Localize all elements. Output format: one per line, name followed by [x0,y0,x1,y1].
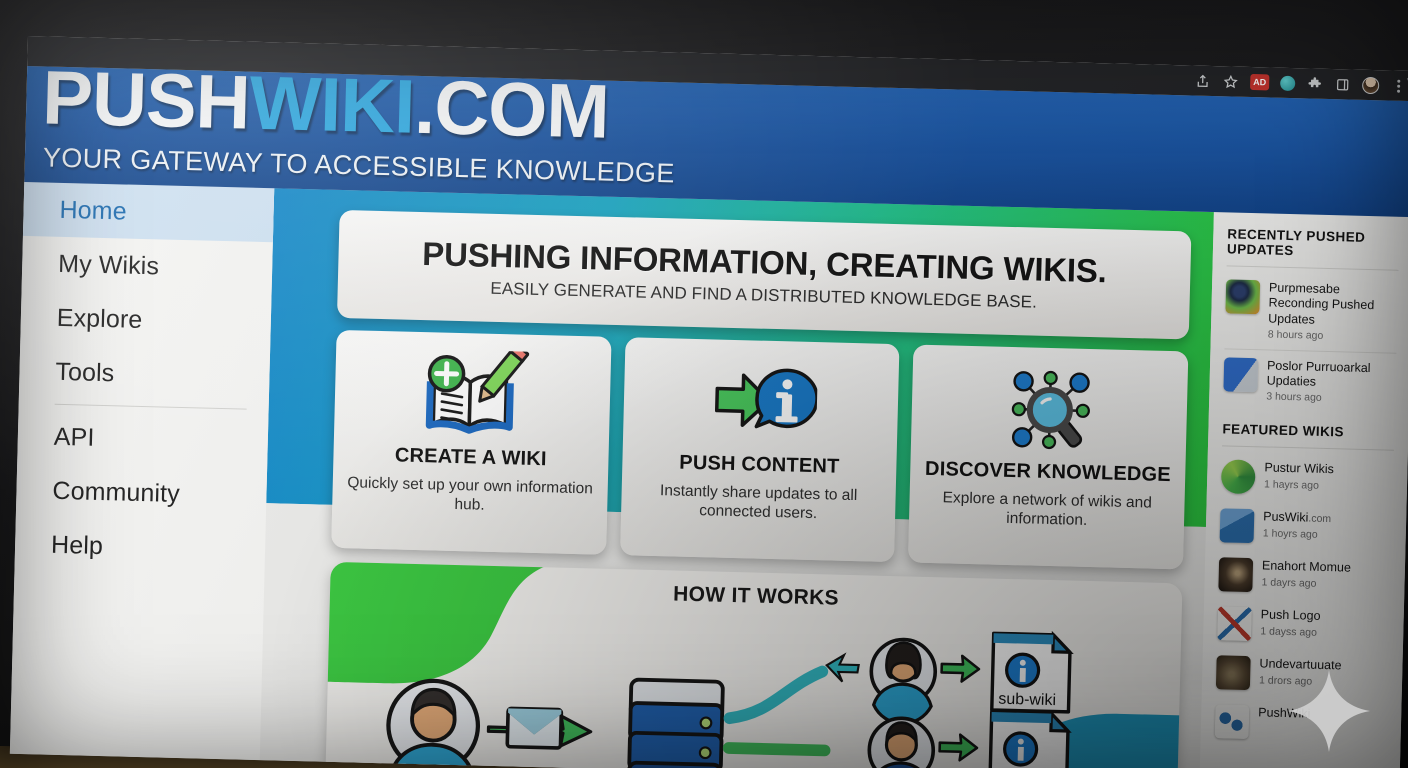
main-content: PUSHING INFORMATION, CREATING WIKIS. EAS… [260,188,1214,768]
list-item-time: 1 hoyrs ago [1262,526,1318,541]
source-user-icon [386,678,481,768]
svg-text:sub-wiki: sub-wiki [998,691,1056,709]
list-item-time: 3 hours ago [1266,390,1322,405]
green-swirl-thumb [1220,459,1256,495]
magnifier-network-icon [992,361,1106,459]
sepia-photo-thumb [1215,655,1251,691]
list-item-title: Pustur Wikis [1264,460,1335,477]
list-item[interactable]: Pustur Wikis 1 hayrs ago [1220,453,1398,506]
sub-wiki-doc-1: sub-wiki [990,630,1074,714]
list-item-time: 8 hours ago [1267,328,1324,342]
share-icon[interactable] [1194,72,1211,89]
sidebar-panel-icon[interactable] [1334,76,1351,93]
site-logo[interactable]: PUSHWIKI.COM [41,65,609,155]
list-item-time: 1 dayss ago [1260,624,1318,639]
sidebar-item-help[interactable]: Help [14,517,265,577]
list-item-title: Push Logo [1260,607,1321,624]
pusw-server-icon: PusW [626,677,725,768]
sub-wiki-doc-2: sub-wiki [988,709,1072,768]
teal-dot-icon[interactable] [1280,75,1296,91]
how-it-works-panel: HOW IT WORKS [324,561,1183,768]
sidebar-item-label: Home [59,195,128,226]
rail-rule [1226,265,1399,271]
list-item[interactable]: PusWiki.com 1 hoyrs ago [1219,502,1396,555]
list-item-time: 1 hayrs ago [1263,477,1320,492]
sidebar-item-label: Help [50,530,104,560]
recipient-row-2: sub-wiki [867,709,1072,768]
sidebar-item-api[interactable]: API [17,409,268,469]
logo-part-wiki: WIKI [248,65,416,150]
screen-content: AD ▾ PUSHWIKI.COM YOUR GATEWAY TO ACCESS… [9,36,1408,768]
list-item-title: Purpmesabe Reconding Pushed Updates [1268,280,1375,327]
blue-decorative-blob [926,713,1183,768]
browser-toolbar: AD [27,36,1408,102]
sidebar-item-home[interactable]: Home [22,181,275,243]
parrot-thumb [1225,279,1261,315]
page-body: Home My Wikis Explore Tools API Communit… [9,181,1408,768]
sidebar: Home My Wikis Explore Tools API Communit… [9,181,275,761]
red-blue-logo-thumb [1217,606,1252,642]
profile-avatar[interactable] [1361,76,1380,94]
arrow-info-bubble-icon [704,353,819,451]
sidebar-item-label: API [53,422,95,452]
envelope-icon [505,706,564,750]
book-plus-pencil-icon [415,346,530,444]
list-item[interactable]: Poslor Purruoarkal Updaties 3 hours ago [1223,350,1400,414]
sidebar-divider [54,403,247,410]
sparkle-watermark-icon [1288,670,1370,752]
recently-pushed-heading: RECENTLY PUSHED UPDATES [1226,226,1366,259]
sidebar-item-label: Community [52,476,181,508]
blue-card-thumb [1223,357,1259,392]
list-item[interactable]: Enahort Momue 1 dayrs ago [1218,551,1395,604]
feature-card-create-a-wiki[interactable]: CREATE A WIKI Quickly set up your own in… [331,329,612,555]
feature-card-title: CREATE A WIKI [394,444,547,471]
feature-cards: CREATE A WIKI Quickly set up your own in… [331,329,1189,570]
green-decorative-blob [324,561,571,684]
feature-card-title: PUSH CONTENT [679,451,840,478]
list-item-title: PusWiki.com [1263,509,1332,526]
sidebar-item-tools[interactable]: Tools [19,344,270,404]
logo-part-push: PUSH [41,65,251,146]
list-item[interactable]: Purpmesabe Reconding Pushed Updates 8 ho… [1225,272,1403,351]
feature-card-desc: Explore a network of wikis and informati… [942,489,1153,530]
how-it-works-diagram: PusW Server Server [386,630,1074,768]
feature-card-desc: Quickly set up your own information hub. [347,474,594,515]
sidebar-item-explore[interactable]: Explore [20,290,271,350]
sidebar-item-label: Explore [56,303,143,334]
rail-rule [1221,445,1394,451]
list-item[interactable]: Push Logo 1 dayss ago [1217,600,1394,653]
hero-banner: PUSHING INFORMATION, CREATING WIKIS. EAS… [336,209,1192,340]
blue-runner-thumb [1214,704,1250,740]
puzzle-piece-icon[interactable] [1306,75,1323,92]
sidebar-item-label: Tools [55,357,115,387]
blue-box-thumb [1219,508,1255,544]
sidebar-item-my-wikis[interactable]: My Wikis [22,236,273,296]
extension-badge-icon[interactable]: AD [1250,73,1270,91]
sidebar-item-label: My Wikis [57,249,160,280]
featured-wikis-heading: FEATURED WIKIS [1222,421,1345,440]
recipient-row-1: sub-wiki [825,630,1074,726]
list-item-title: Poslor Purruoarkal Updaties [1266,358,1371,389]
list-item-title-suffix: .com [1308,512,1332,526]
feature-card-discover-knowledge[interactable]: DISCOVER KNOWLEDGE Explore a network of … [908,344,1189,570]
list-item-time: 1 dayrs ago [1261,575,1317,590]
server-badge-text: PusW [636,766,715,768]
feature-card-title: DISCOVER KNOWLEDGE [924,457,1172,487]
kebab-menu-icon[interactable] [1390,77,1407,94]
feature-card-push-content[interactable]: PUSH CONTENT Instantly share updates to … [619,337,900,563]
list-item-title: Enahort Momue [1261,558,1352,575]
bookmark-star-icon[interactable] [1222,73,1239,90]
feature-card-desc: Instantly share updates to all connected… [659,482,858,523]
dark-photo-thumb [1218,557,1254,593]
sidebar-item-community[interactable]: Community [16,463,267,523]
